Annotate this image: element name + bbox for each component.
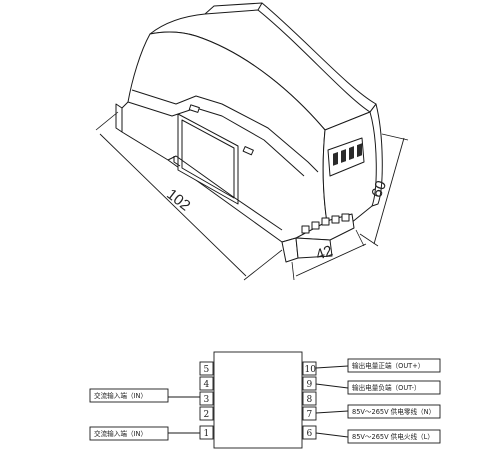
terminal-5: 5	[204, 365, 210, 375]
label-box-left-1	[89, 426, 169, 441]
terminal-1: 1	[204, 429, 210, 439]
dim-width-ext-2	[355, 229, 365, 247]
right-terminal-boxes	[302, 361, 317, 440]
wiring-diagram	[89, 351, 441, 449]
terminal-block-lower	[281, 237, 299, 263]
module-body	[213, 351, 303, 449]
terminal-9: 9	[307, 380, 313, 390]
left-terminal-boxes	[199, 361, 214, 440]
terminal-screws-upper	[301, 213, 350, 234]
top-cover-back-lip	[261, 2, 377, 113]
label-left-3-text: 交流输入端（IN）	[94, 391, 147, 400]
device-housing-drawing	[95, 2, 409, 281]
wire-right-10	[315, 365, 349, 369]
wire-right-7	[315, 410, 349, 414]
dim-height-label: 60	[368, 178, 390, 200]
label-right-6-text: 85V～265V 供电火线（L）	[352, 432, 434, 441]
label-box-left-3	[89, 388, 169, 403]
dim-width-line	[295, 243, 367, 277]
side-window	[177, 113, 239, 205]
label-right-9-text: 输出电量负端（OUT-）	[352, 383, 421, 392]
wire-right-9	[315, 383, 349, 389]
dim-height-ext-2	[359, 233, 379, 247]
terminal-3: 3	[204, 395, 210, 405]
label-left-1-text: 交流输入端（IN）	[94, 429, 147, 438]
label-box-right-6	[347, 429, 441, 444]
dim-width-label: 42	[314, 242, 335, 264]
label-box-right-10	[347, 358, 441, 373]
dim-height-ext-1	[381, 133, 409, 141]
top-cover-back-edge	[204, 2, 263, 15]
dim-height-line	[373, 137, 405, 245]
dim-length-ext-2	[243, 249, 283, 281]
side-step-line	[131, 89, 319, 173]
dim-length-ext-1	[95, 111, 119, 131]
side-window-inner	[181, 119, 235, 199]
label-box-right-7	[347, 404, 441, 419]
left-tab	[115, 103, 123, 133]
front-panel-windows	[333, 143, 362, 166]
terminal-10: 10	[305, 365, 317, 375]
side-notch	[173, 156, 181, 167]
terminal-8: 8	[307, 395, 313, 405]
side-lower-step	[167, 155, 283, 231]
terminal-2: 2	[204, 410, 210, 420]
dim-length-line	[99, 133, 247, 277]
slot-right	[242, 146, 254, 156]
label-box-right-9	[347, 380, 441, 395]
terminal-4: 4	[204, 380, 210, 390]
label-right-10-text: 输出电量正端（OUT+）	[352, 361, 424, 370]
front-face-edge	[369, 103, 383, 207]
terminal-6: 6	[307, 429, 313, 439]
wire-right-6	[315, 432, 349, 438]
side-step-line-2	[127, 101, 305, 177]
dim-length-label: 102	[163, 186, 193, 215]
slot-left	[188, 104, 200, 113]
label-right-7-text: 85V～265V 供电零线（N）	[352, 407, 435, 416]
dim-width-ext-1	[291, 261, 295, 281]
terminal-block-side	[295, 237, 333, 259]
terminal-7: 7	[307, 410, 313, 420]
